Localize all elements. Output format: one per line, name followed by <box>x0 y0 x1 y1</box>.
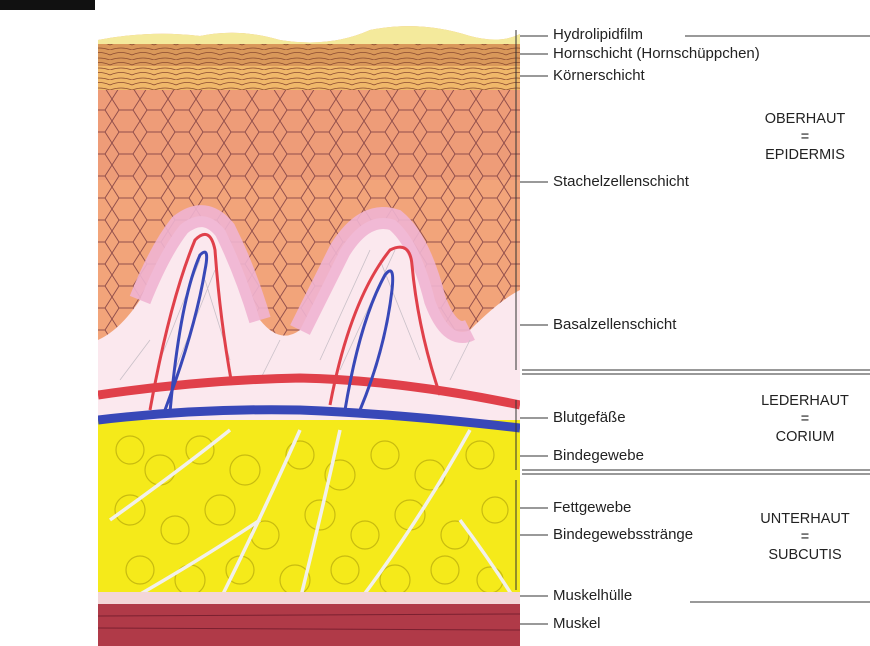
label-basalzellenschicht: Basalzellenschicht <box>553 317 676 333</box>
zone-lederhaut: LEDERHAUT = CORIUM <box>740 392 870 446</box>
zone-lederhaut-name: LEDERHAUT <box>740 392 870 410</box>
zone-lederhaut-alt: CORIUM <box>740 428 870 446</box>
zone-unterhaut-alt: SUBCUTIS <box>740 546 870 564</box>
zone-oberhaut-eq: = <box>740 128 870 146</box>
muscle-layer <box>98 604 520 646</box>
zone-oberhaut-name: OBERHAUT <box>740 110 870 128</box>
muscle-sheath-layer <box>98 592 520 606</box>
label-muskel: Muskel <box>553 616 601 632</box>
zone-unterhaut-eq: = <box>740 528 870 546</box>
zone-oberhaut: OBERHAUT = EPIDERMIS <box>740 110 870 164</box>
label-fettgewebe: Fettgewebe <box>553 500 631 516</box>
label-hydrolipidfilm: Hydrolipidfilm <box>553 27 643 43</box>
label-muskelhuelle: Muskelhülle <box>553 588 632 604</box>
label-bindegewebe: Bindegewebe <box>553 448 644 464</box>
subcutis-fat-layer <box>98 420 520 600</box>
label-koernerschicht: Körnerschicht <box>553 68 645 84</box>
label-blutgefaesse: Blutgefäße <box>553 410 626 426</box>
zone-unterhaut: UNTERHAUT = SUBCUTIS <box>740 510 870 564</box>
label-stachelzellenschicht: Stachelzellenschicht <box>553 174 689 190</box>
label-hornschicht: Hornschicht (Hornschüppchen) <box>553 46 760 62</box>
label-bindegewebsstraenge: Bindegewebsstränge <box>553 527 693 543</box>
zone-lederhaut-eq: = <box>740 410 870 428</box>
zone-oberhaut-alt: EPIDERMIS <box>740 146 870 164</box>
zone-unterhaut-name: UNTERHAUT <box>740 510 870 528</box>
